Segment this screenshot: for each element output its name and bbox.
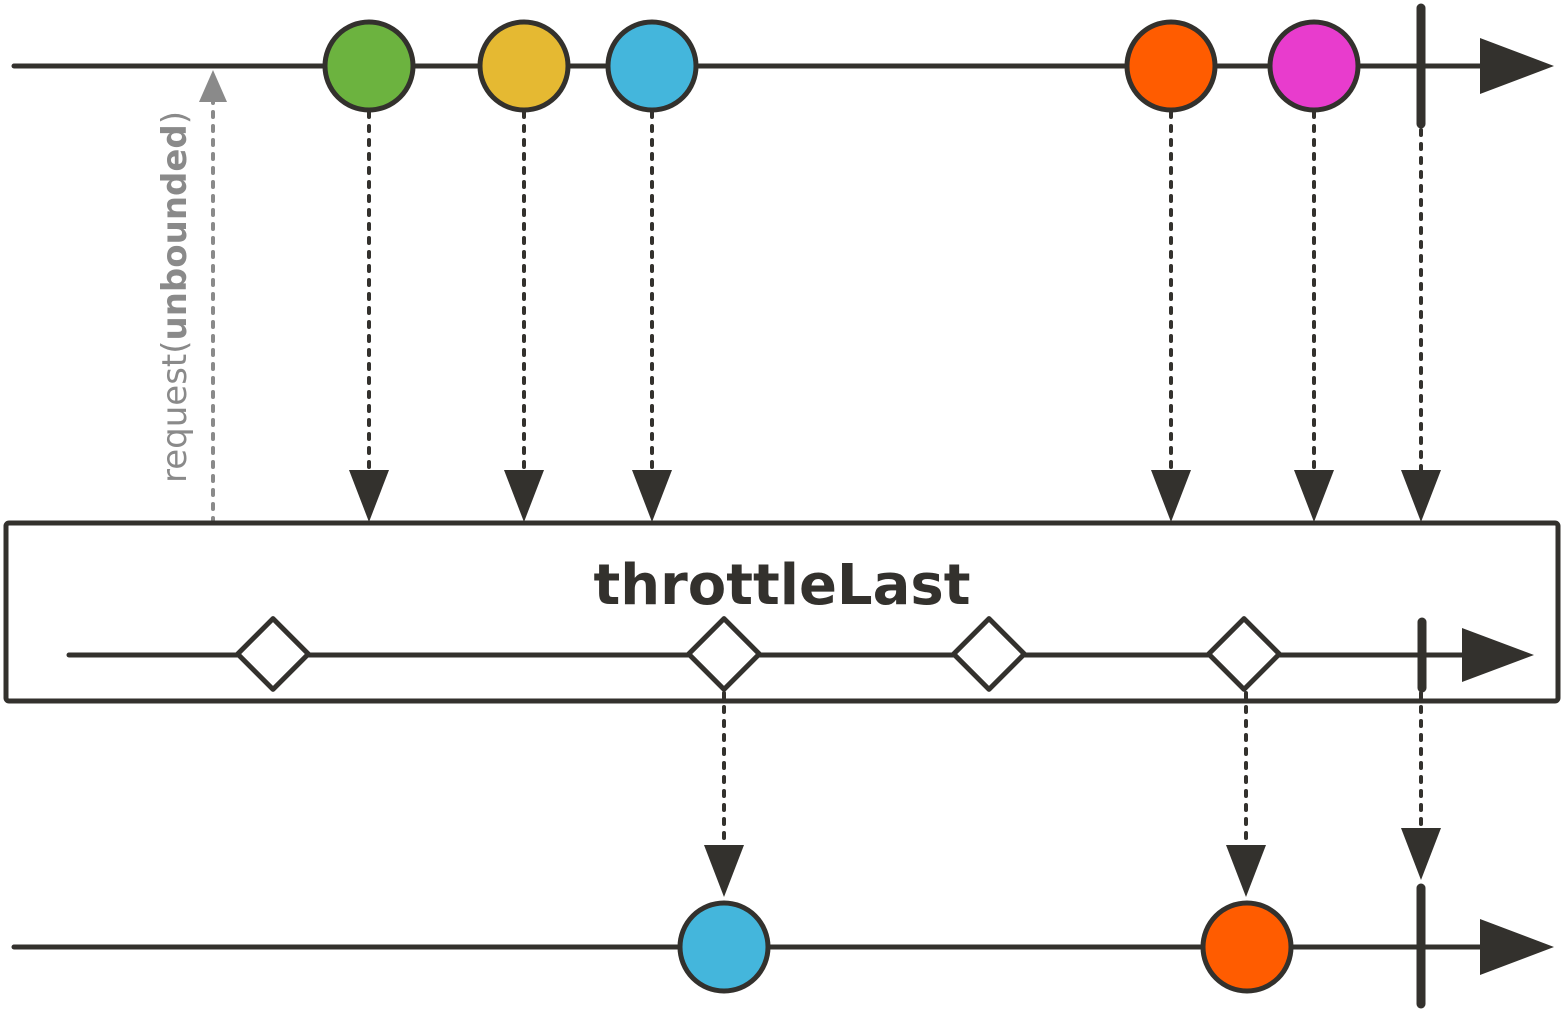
drop-arrow-complete-head-icon xyxy=(1401,470,1441,522)
drop-arrow-orange-head-icon xyxy=(1151,470,1191,522)
source-timeline-arrow-icon xyxy=(1480,38,1554,94)
drop-arrow-magenta-head-icon xyxy=(1294,470,1334,522)
source-marble-orange xyxy=(1124,19,1218,113)
sampler-tick-3 xyxy=(951,616,1027,692)
operator-box: throttleLast xyxy=(3,520,1561,704)
source-marbles xyxy=(322,19,1361,113)
output-arrow-orange-head-icon xyxy=(1226,845,1266,897)
request-arrow xyxy=(199,70,227,525)
output-timeline xyxy=(11,883,1554,1009)
source-drop-arrows xyxy=(349,110,1441,522)
sampler-tick-1 xyxy=(235,616,311,692)
drop-arrow-green-head-icon xyxy=(349,470,389,522)
request-label-prefix: request( xyxy=(155,340,195,483)
sampler-tick-4 xyxy=(1206,616,1282,692)
request-label: request(unbounded) xyxy=(155,111,195,483)
drop-arrow-yellow-head-icon xyxy=(504,470,544,522)
output-timeline-arrow-icon xyxy=(1480,919,1554,975)
output-drop-arrows xyxy=(704,691,1441,897)
output-marble-blue xyxy=(677,900,771,994)
output-marble-orange xyxy=(1200,900,1294,994)
request-label-suffix: ) xyxy=(155,111,195,124)
output-arrow-blue-head-icon xyxy=(704,845,744,897)
sampler-timeline-arrow-icon xyxy=(1462,628,1534,682)
sampler-tick-2 xyxy=(686,616,762,692)
source-timeline xyxy=(11,38,1554,94)
operator-label: throttleLast xyxy=(593,553,970,618)
source-marble-magenta xyxy=(1267,19,1361,113)
output-arrow-complete-head-icon xyxy=(1401,828,1441,880)
request-arrow-head-icon xyxy=(199,70,227,102)
drop-arrow-blue-head-icon xyxy=(632,470,672,522)
source-marble-blue xyxy=(605,19,699,113)
source-marble-green xyxy=(322,19,416,113)
request-label-argument: unbounded xyxy=(155,124,195,340)
source-marble-yellow xyxy=(477,19,571,113)
